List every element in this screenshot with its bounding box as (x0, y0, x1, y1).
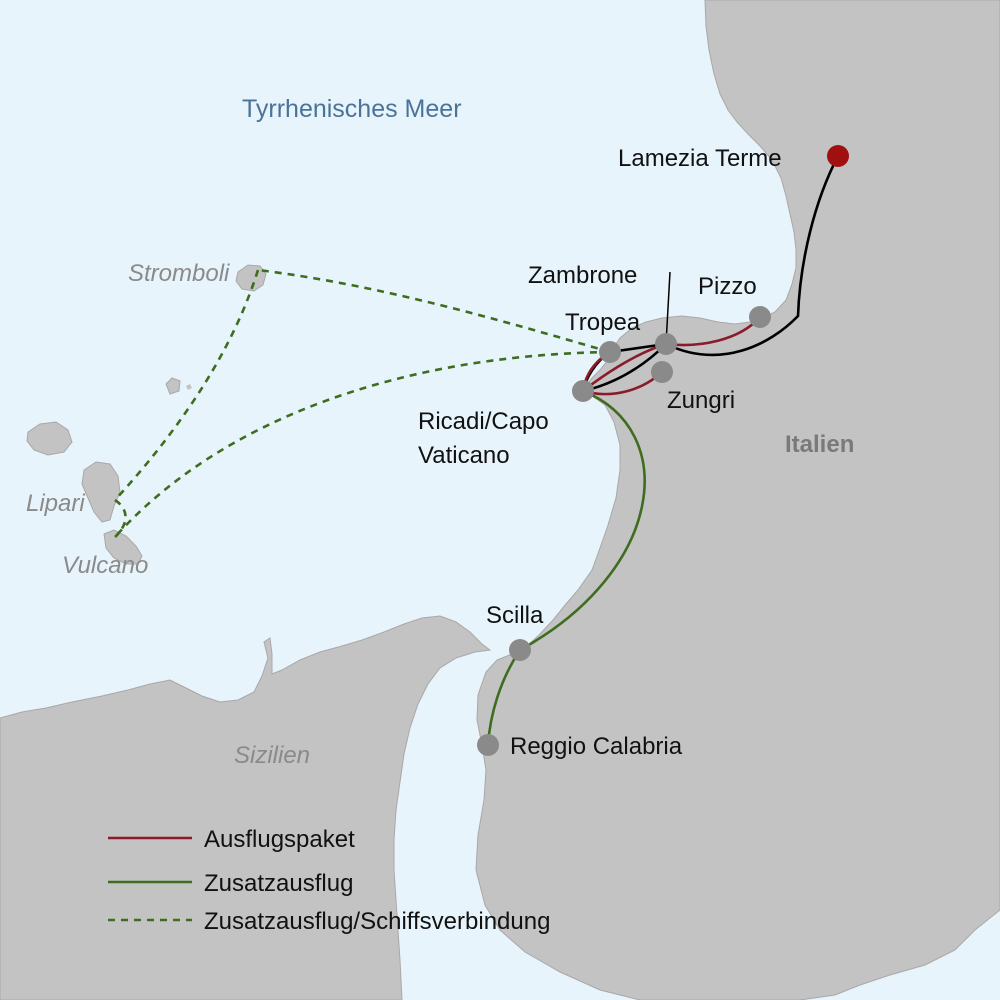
ricadi-label-line2: Vaticano (418, 442, 510, 469)
ferry-routes (114, 268, 611, 538)
lamezia-label: Lamezia Terme (618, 145, 782, 172)
tropea-label: Tropea (565, 309, 641, 336)
zungri-marker (651, 361, 673, 383)
stromboli-label: Stromboli (128, 260, 230, 287)
ferry-route-tropea-vulcano (114, 350, 611, 538)
ricadi-label-line1: Ricadi/Capo (418, 408, 549, 435)
vulcano-label: Vulcano (62, 552, 148, 579)
italy-landmass (475, 0, 1000, 1000)
ricadi-marker (572, 380, 594, 402)
ferry-route-tropea-stromboli (257, 268, 611, 354)
pizzo-marker (749, 306, 771, 328)
scilla-label: Scilla (486, 602, 544, 629)
italy-label: Italien (785, 431, 854, 458)
legend: Ausflugspaket Zusatzausflug Zusatzausflu… (108, 826, 550, 935)
small-islet (186, 384, 192, 390)
pizzo-label: Pizzo (698, 273, 757, 300)
zambrone-leader-line (665, 271, 671, 345)
reggio-label: Reggio Calabria (510, 733, 683, 760)
legend-label-schiffsverbindung: Zusatzausflug/Schiffsverbindung (204, 908, 550, 935)
route-lamezia-zambrone (665, 155, 840, 357)
tropea-marker (599, 341, 621, 363)
sicily-label: Sizilien (234, 742, 310, 769)
scilla-marker (509, 639, 531, 661)
lipari-island (81, 461, 121, 523)
legend-label-ausflugspaket: Ausflugspaket (204, 826, 355, 853)
sea-label: Tyrrhenisches Meer (242, 95, 462, 123)
panarea-island (165, 377, 181, 395)
zambrone-marker (655, 333, 677, 355)
sicily-landmass (0, 615, 492, 1000)
reggio-marker (477, 734, 499, 756)
legend-label-zusatzausflug: Zusatzausflug (204, 870, 353, 897)
lipari-label: Lipari (26, 490, 85, 517)
zambrone-label: Zambrone (528, 262, 637, 289)
ferry-route-lipari-vulcano (114, 498, 127, 538)
ferry-route-stromboli-lipari (114, 269, 260, 501)
lamezia-marker (827, 145, 849, 167)
salina-island (26, 421, 73, 456)
route-ricadi-scilla-reggio (486, 389, 646, 746)
zungri-label: Zungri (667, 387, 735, 414)
